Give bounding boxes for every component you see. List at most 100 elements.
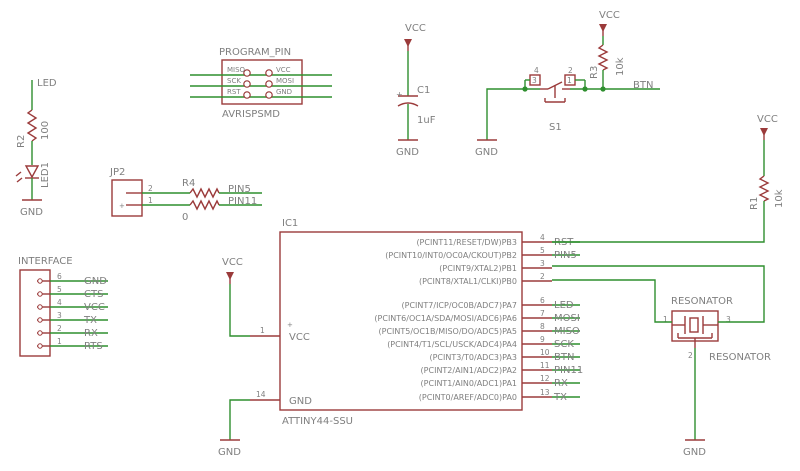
jp2-pin2-num: 2 bbox=[148, 184, 153, 193]
resonator-pin1-num: 1 bbox=[663, 315, 668, 324]
ic1-pin-function: (PCINT11/RESET/DW)PB3 bbox=[416, 238, 517, 247]
program-pin-body bbox=[221, 59, 303, 105]
resonator-name: RESONATOR bbox=[671, 296, 733, 307]
r2-value: 100 bbox=[40, 121, 51, 140]
interface-pin-num: 4 bbox=[57, 298, 62, 307]
ic1-pin-function: (PCINT7/ICP/OC0B/ADC7)PA7 bbox=[402, 301, 517, 310]
program-pin-label: VCC bbox=[276, 66, 291, 74]
gnd-label: GND bbox=[475, 147, 498, 158]
ic1-gnd-pin-name: GND bbox=[289, 396, 312, 407]
ic1-pin-num: 4 bbox=[540, 233, 545, 242]
ic1-pin-num: 5 bbox=[540, 246, 545, 255]
program-pin-label: SCK bbox=[227, 77, 241, 85]
ic1-pin-function: (PCINT2/AIN1/ADC2)PA2 bbox=[421, 366, 517, 375]
junction-dot bbox=[600, 86, 606, 92]
c1-plate-bottom bbox=[397, 102, 419, 107]
r3-label: R3 bbox=[589, 66, 600, 79]
r4-value: 0 bbox=[182, 212, 188, 223]
ic1-net-label: RX bbox=[554, 378, 568, 389]
ic1-pin-function: (PCINT0/AREF/ADC0)PA0 bbox=[419, 393, 517, 402]
interface-pad bbox=[37, 304, 43, 310]
interface-net-label: VCC bbox=[84, 302, 105, 313]
r3-value: 10k bbox=[615, 57, 626, 76]
program-pin-label: MISO bbox=[227, 66, 246, 74]
ic1-net-label: TX bbox=[553, 392, 567, 403]
r4-label: R4 bbox=[182, 178, 195, 189]
btn-net-label: BTN bbox=[633, 80, 653, 91]
program-pin-pad bbox=[243, 80, 251, 88]
ic1-part: ATTINY44-SSU bbox=[282, 416, 353, 427]
vcc-label: VCC bbox=[599, 10, 620, 21]
capacitor-c1: VCC + C1 1uF GND bbox=[396, 23, 436, 158]
c1-label: C1 bbox=[417, 85, 430, 96]
c1-value: 1uF bbox=[417, 115, 436, 126]
s1-pin3-num: 3 bbox=[532, 76, 537, 85]
ic1-pin-function: (PCINT9/XTAL2)PB1 bbox=[439, 264, 517, 273]
ic1-pin-function: (PCINT6/OC1A/SDA/MOSI/ADC6)PA6 bbox=[374, 314, 517, 323]
r1-label: R1 bbox=[749, 197, 760, 210]
jumper-resistor bbox=[189, 199, 220, 211]
ic1-pin-function: (PCINT8/XTAL1/CLKI)PB0 bbox=[419, 277, 517, 286]
r2-resistor bbox=[26, 109, 38, 142]
ic1-pin-num: 13 bbox=[540, 388, 550, 397]
vcc-wire bbox=[229, 284, 250, 337]
resonator-pin2-num: 2 bbox=[688, 351, 693, 360]
ic1-net-label: LED bbox=[554, 300, 574, 311]
interface-body bbox=[19, 269, 51, 357]
ic1-section: IC1 ATTINY44-SSU VCC 1 VCC + 14 GND GND … bbox=[218, 218, 583, 458]
s1-pin4-num: 4 bbox=[534, 66, 539, 75]
ic1-vcc-pin-num: 1 bbox=[260, 326, 265, 335]
xtal1-wire bbox=[552, 279, 672, 323]
jp2-section: JP2 + 2 1 R4 0 PIN5 PIN11 bbox=[109, 167, 262, 223]
ic1-net-label: MISO bbox=[554, 326, 580, 337]
ic1-pin-function: (PCINT4/T1/SCL/USCK/ADC4)PA4 bbox=[387, 340, 517, 349]
r1-value: 10k bbox=[774, 189, 785, 208]
vcc-label: VCC bbox=[757, 114, 778, 125]
jp2-body bbox=[111, 179, 143, 217]
button-section: VCC R3 10k 3 1 4 2 S1 BTN GND bbox=[475, 10, 660, 158]
ic1-net-label: SCK bbox=[554, 339, 574, 350]
gnd-label: GND bbox=[396, 147, 419, 158]
resonator-body bbox=[671, 310, 719, 342]
interface-pad bbox=[37, 330, 43, 336]
r1-section: VCC R1 10k bbox=[552, 114, 785, 243]
ic1-pin-num: 12 bbox=[540, 374, 550, 383]
s1-label: S1 bbox=[549, 122, 562, 133]
ic1-pin-num: 10 bbox=[540, 348, 550, 357]
ic1-pin-num: 3 bbox=[540, 259, 545, 268]
ic1-gnd-pin-num: 14 bbox=[256, 390, 266, 399]
r1-resistor bbox=[758, 175, 770, 202]
c1-plus: + bbox=[396, 90, 403, 99]
program-pin-label: RST bbox=[227, 88, 241, 96]
ic1-pin-num: 2 bbox=[540, 272, 545, 281]
program-pin-header: PROGRAM_PIN MISO SCK RST VCC MOSI GND AV… bbox=[190, 47, 332, 120]
s1-gnd-wire bbox=[486, 88, 540, 140]
ic1-pin-function: (PCINT5/OC1B/MISO/DO/ADC5)PA5 bbox=[379, 327, 518, 336]
ic1-pin-num: 6 bbox=[540, 296, 545, 305]
s1-pin2-num: 2 bbox=[568, 66, 573, 75]
interface-pin-num: 3 bbox=[57, 311, 62, 320]
junction-dot bbox=[582, 86, 588, 92]
interface-net-label: RX bbox=[84, 328, 98, 339]
interface-pin-num: 1 bbox=[57, 337, 62, 346]
led1-arrow bbox=[15, 171, 22, 177]
ic1-net-label: MOSI bbox=[554, 313, 580, 324]
resonator-value: RESONATOR bbox=[709, 352, 771, 363]
r3-resistor bbox=[597, 44, 609, 71]
ic1-pin-num: 9 bbox=[540, 335, 545, 344]
interface-pin-num: 6 bbox=[57, 272, 62, 281]
ic1-net-label: PIN5 bbox=[554, 250, 577, 261]
program-pin-pad bbox=[265, 69, 273, 77]
program-pin-title: PROGRAM_PIN bbox=[219, 47, 291, 58]
ic1-pin-function: (PCINT3/T0/ADC3)PA3 bbox=[429, 353, 517, 362]
program-pin-pad bbox=[243, 69, 251, 77]
led-net-label: LED bbox=[37, 78, 57, 89]
jp2-pin1-num: 1 bbox=[148, 196, 153, 205]
ic1-body bbox=[279, 231, 523, 411]
led1-diode bbox=[24, 165, 40, 179]
s1-pin1-num: 1 bbox=[567, 76, 572, 85]
